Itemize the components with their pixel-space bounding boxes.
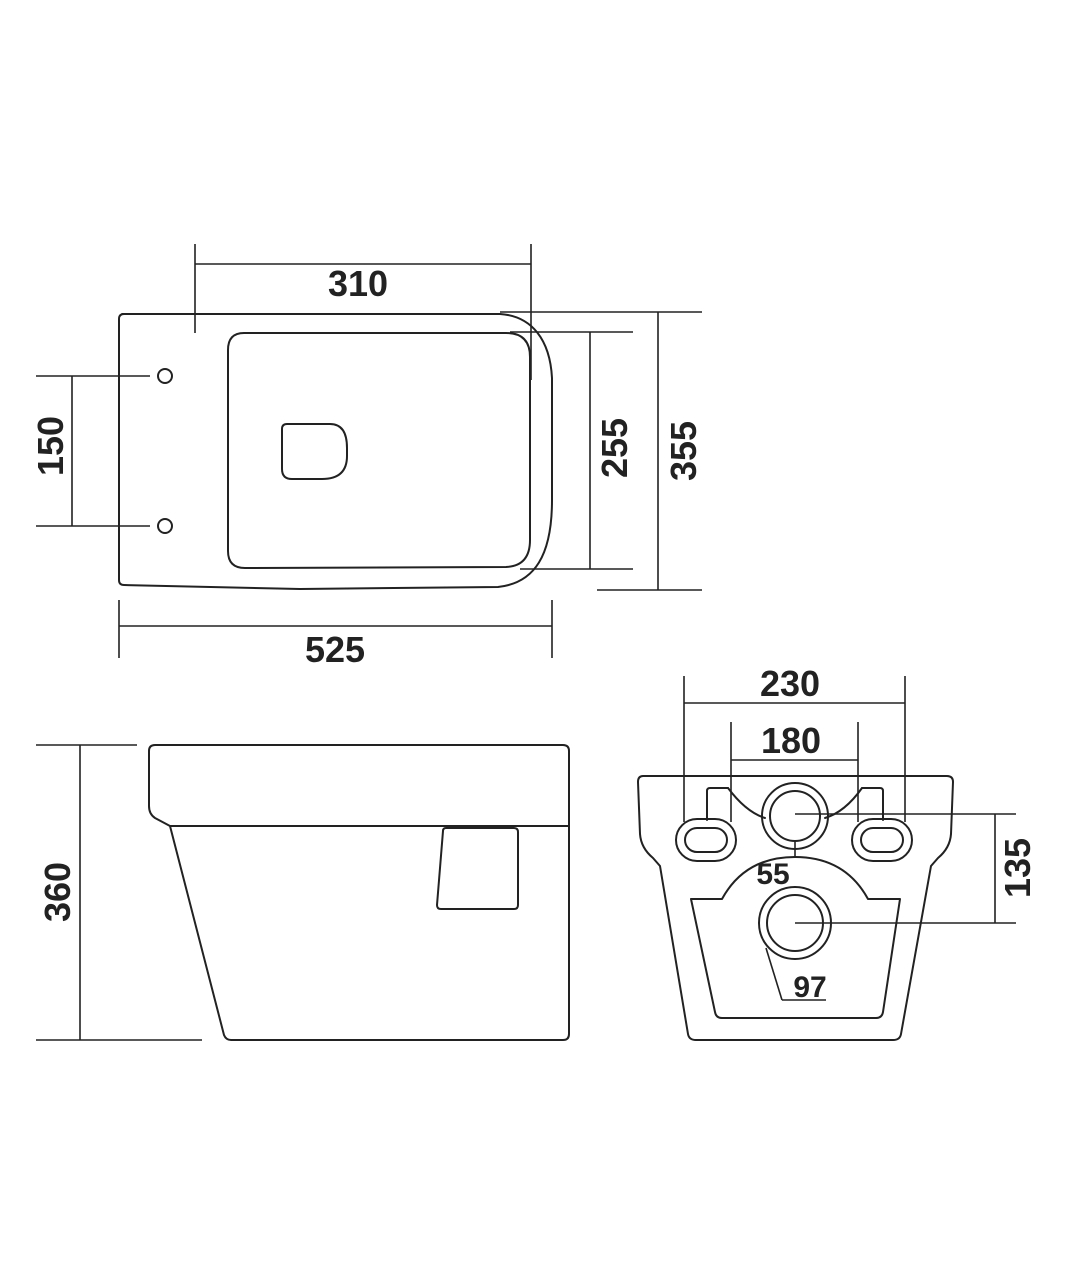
dimension-label-230: 230	[760, 663, 820, 704]
top-view-outline	[118, 313, 553, 590]
dimension-label-360: 360	[37, 862, 78, 922]
rear-view: 230 180 135 55 97	[637, 663, 1038, 1041]
right-fixing-slot	[851, 818, 913, 862]
dimension-label-355: 355	[663, 421, 704, 481]
dimension-135: 135	[795, 813, 1038, 924]
side-view-outline	[148, 744, 570, 1041]
dimension-180: 180	[730, 720, 859, 822]
rear-view-outline	[637, 775, 954, 1041]
dimension-label-525: 525	[305, 629, 365, 670]
bowl-opening	[281, 423, 348, 480]
dimension-label-180: 180	[761, 720, 821, 761]
dimension-525: 525	[118, 600, 553, 670]
seat-outline	[227, 332, 531, 569]
dimension-230: 230	[683, 663, 906, 822]
dimension-label-255: 255	[594, 418, 635, 478]
dimension-255: 255	[510, 331, 635, 570]
dimension-label-55: 55	[756, 858, 789, 891]
dimension-label-310: 310	[328, 263, 388, 304]
side-view-outlet	[436, 827, 519, 910]
rear-view-upper-cavity-right	[861, 787, 884, 821]
inlet-port	[761, 782, 829, 850]
dimension-label-135: 135	[997, 838, 1038, 898]
top-view: 310 525 150 255 355	[30, 244, 704, 670]
side-view: 360	[36, 744, 570, 1041]
rear-view-inner-outline	[690, 856, 901, 1019]
dimension-55: 55	[756, 841, 796, 891]
fixing-hole-bottom	[157, 518, 173, 534]
dimension-label-150: 150	[30, 416, 71, 476]
dimension-97: 97	[765, 947, 827, 1004]
fixing-hole-top	[157, 368, 173, 384]
dimension-310: 310	[194, 244, 532, 380]
rear-view-upper-cavity	[706, 787, 729, 821]
dimension-360: 360	[36, 744, 202, 1041]
dimension-355: 355	[500, 311, 704, 591]
dimension-label-97: 97	[793, 971, 826, 1004]
dimension-150: 150	[30, 375, 150, 527]
left-fixing-slot	[675, 818, 737, 862]
